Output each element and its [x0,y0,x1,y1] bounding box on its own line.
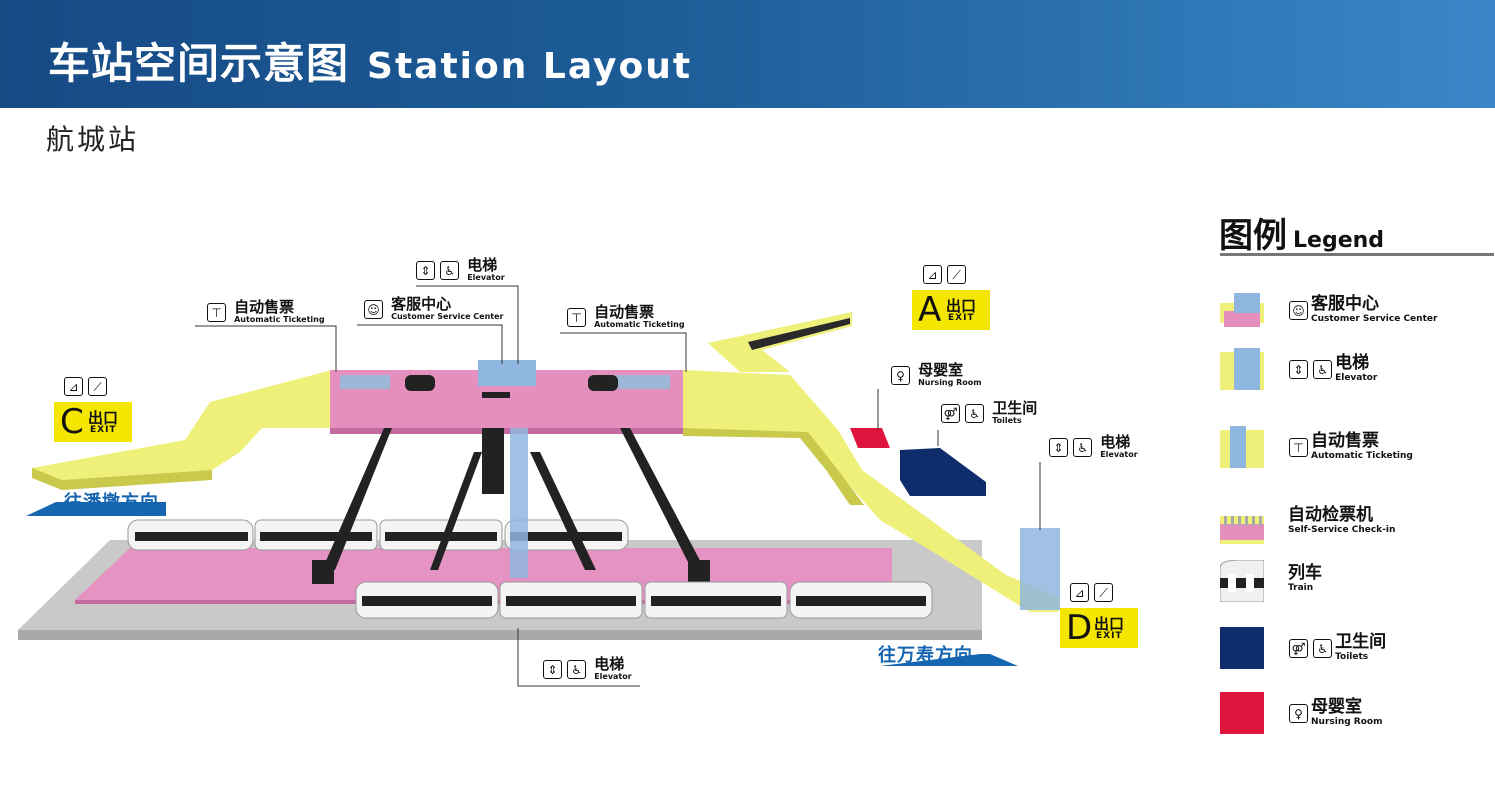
nursing-icon: ♀ [1289,704,1308,723]
toilet-icon: ⚤ [941,403,960,423]
direction-right-arrow [880,654,1018,666]
exit-c-icons: ⊿ ⟋ [64,376,108,396]
train-upper [127,519,629,551]
toilet-block [900,448,986,496]
ticketing-icon: ⊤ [207,302,226,322]
direction-left-arrow [26,502,166,516]
train-lower [355,581,933,619]
elevator-icon: ⇕ [1049,437,1068,457]
stairs-icon: ⊿ [64,377,83,396]
legend-swatch-nursing [1220,692,1264,734]
elevator-shaft [510,428,528,578]
escalator-icon: ⟋ [88,377,108,396]
legend-swatch-train [1220,560,1264,602]
concourse-left [32,370,332,480]
service-center-block [478,360,536,386]
station-name: 航城站 [46,123,140,156]
elevator-icon: ⇕ [416,260,435,280]
legend-swatch-elevator [1220,348,1264,390]
legend-swatch-ticketing [1220,426,1264,468]
elevator-icon: ⇕ [543,659,562,679]
escalator-icon: ⟋ [1094,583,1114,602]
platform-edge [18,630,982,640]
legend-swatch-gate [1220,516,1264,544]
nursing-icon: ♀ [891,365,910,385]
wheelchair-icon: ♿ [1313,639,1333,658]
wheelchair-icon: ♿ [1073,437,1093,457]
customer-service-icon: ☺ [1289,301,1308,320]
stairs-icon: ⊿ [1070,583,1089,602]
wheelchair-icon: ♿ [440,260,460,280]
wheelchair-icon: ♿ [1313,360,1333,379]
legend-divider [1220,253,1494,256]
direction-right-label: 往万寿方向 [878,645,973,666]
legend-swatch-toilet [1220,627,1264,669]
wheelchair-icon: ♿ [567,659,587,679]
legend-swatch-service [1220,293,1264,327]
direction-left-label: 往潘墩方向 [64,492,159,513]
exit-d-icons: ⊿ ⟋ [1070,582,1114,602]
escalators [312,428,710,584]
wheelchair-icon: ♿ [965,403,985,423]
ticketing-icon: ⊤ [1289,438,1308,457]
elevator-right-box [1020,528,1060,610]
nursing-room-block [850,428,890,448]
concourse-right [683,370,1060,612]
stairs-icon: ⊿ [923,265,942,284]
elevator-icon: ⇕ [1289,360,1308,379]
escalator-icon: ⟋ [947,265,967,284]
customer-service-icon: ☺ [364,299,383,319]
toilet-icon: ⚤ [1289,639,1308,658]
ticketing-icon: ⊤ [567,307,586,327]
exit-a-icons: ⊿ ⟋ [923,264,967,284]
